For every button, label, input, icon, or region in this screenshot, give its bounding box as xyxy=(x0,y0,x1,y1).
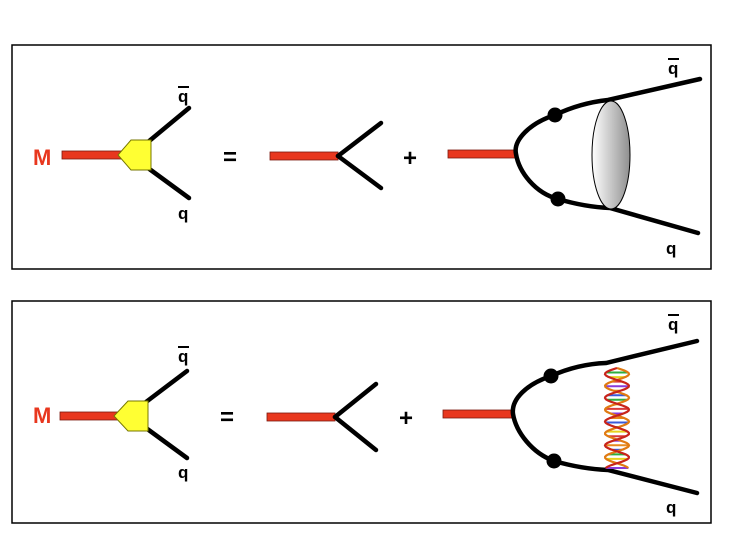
loop-antiquark-label: q xyxy=(668,315,678,334)
free-quark-line xyxy=(332,414,379,453)
equals-sign: = xyxy=(223,144,237,171)
free-quark-line xyxy=(335,153,384,191)
antiquark-label: q xyxy=(178,87,188,106)
plus-sign: + xyxy=(399,405,413,432)
loop-arc xyxy=(510,373,555,464)
propagator-dot-upper xyxy=(547,107,563,123)
top-panel: M q q = + q q xyxy=(11,44,712,270)
meson-label: M xyxy=(33,403,51,428)
gluon-ladder-kernel xyxy=(603,366,631,469)
loop-quark-label: q xyxy=(666,498,676,517)
antiquark-line xyxy=(145,105,192,145)
loop-meson-line xyxy=(442,409,514,419)
propagator-dot-lower xyxy=(550,191,566,207)
meson-line xyxy=(61,150,123,160)
loop-quark-label: q xyxy=(666,239,676,258)
bottom-panel: M q q = + q q xyxy=(11,300,712,524)
quark-label: q xyxy=(178,204,188,223)
equals-sign: = xyxy=(220,404,234,431)
helix-strand xyxy=(603,366,631,469)
free-meson-line xyxy=(266,412,336,422)
bethe-salpeter-vertex xyxy=(113,400,149,432)
quark-line xyxy=(145,165,192,201)
antiquark-line xyxy=(143,368,190,405)
free-antiquark-line xyxy=(332,381,379,420)
plus-sign: + xyxy=(403,145,417,172)
meson-label: M xyxy=(33,145,51,170)
quark-line xyxy=(143,425,190,461)
propagator-dot-upper xyxy=(543,368,559,384)
propagator-dot-lower xyxy=(546,453,562,469)
antiquark-label: q xyxy=(178,347,188,366)
kernel-blob xyxy=(591,100,631,210)
meson-line xyxy=(59,411,121,421)
loop-antiquark-label: q xyxy=(668,59,678,78)
bethe-salpeter-vertex xyxy=(117,139,152,171)
quark-label: q xyxy=(178,463,188,482)
loop-arc xyxy=(513,112,559,202)
loop-meson-line xyxy=(447,149,517,159)
free-antiquark-line xyxy=(335,120,384,159)
free-meson-line xyxy=(269,151,339,161)
